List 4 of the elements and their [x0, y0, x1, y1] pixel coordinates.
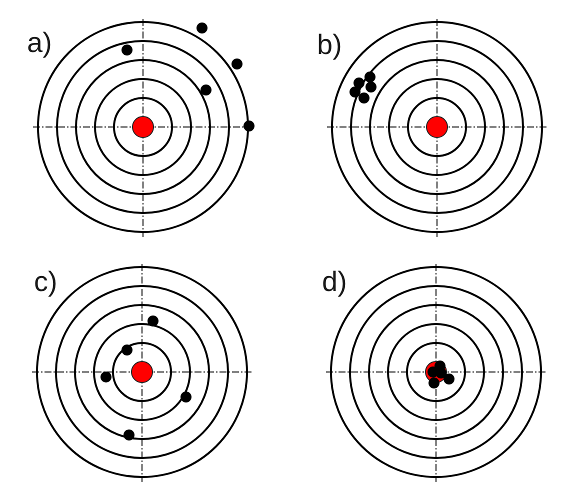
panel-label: c) — [34, 268, 58, 296]
panel-label: d) — [322, 268, 347, 296]
panel-label: a) — [27, 29, 52, 57]
panel-label: b) — [317, 31, 342, 59]
